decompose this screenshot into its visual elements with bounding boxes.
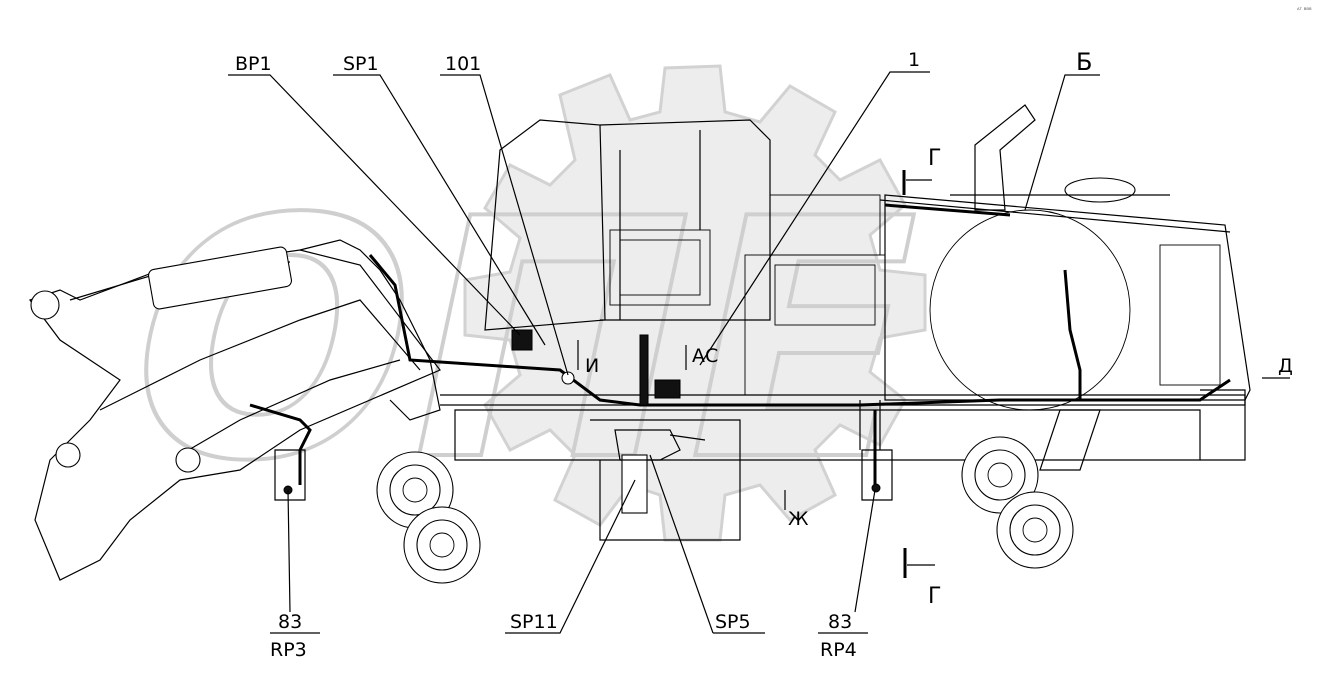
leader-b [1024,74,1100,211]
label-rp4: RP4 [820,639,857,661]
wheel-front-lower [403,506,481,584]
wire-harness [249,203,1231,495]
watermark: ОПЕ [90,64,958,542]
label-b: Б [1076,48,1092,76]
watermark-gear [463,64,927,542]
label-sp11: SP11 [510,611,558,633]
leader-bp1 [228,74,521,336]
label-g-top: Г [928,146,941,171]
label-bp1: BP1 [235,53,272,75]
leader-83-right [818,489,876,634]
leader-1 [699,71,930,366]
label-83-right: 83 [828,611,852,633]
leader-lines [228,71,1100,634]
label-101: 101 [445,53,481,75]
leader-sp1 [333,74,546,346]
label-g-bottom: Г [928,584,941,609]
label-sp5: SP5 [715,611,751,633]
label-d: Д [1278,355,1293,377]
leader-83-left [270,489,320,634]
leader-sp11 [505,479,636,634]
label-ac: АС [692,345,718,367]
label-1: 1 [908,49,920,71]
label-sp1: SP1 [343,53,379,75]
label-rp3: RP3 [270,639,307,661]
wheel-rear-upper [961,436,1039,514]
wheel-rear-lower [996,491,1074,569]
machine-body [29,104,1251,584]
label-83-left: 83 [278,611,302,633]
leader-101 [440,74,569,376]
labels: BP1 SP1 101 1 Б Г И АС Д Ж Г 83 RP3 SP11… [235,7,1312,661]
label-zh: Ж [788,508,809,530]
label-i: И [585,355,599,377]
corner-mark: ᴬᵀ ᴮᴮᴮ [1297,7,1312,14]
leader-sp5 [649,454,765,634]
section-markers [577,170,1290,578]
